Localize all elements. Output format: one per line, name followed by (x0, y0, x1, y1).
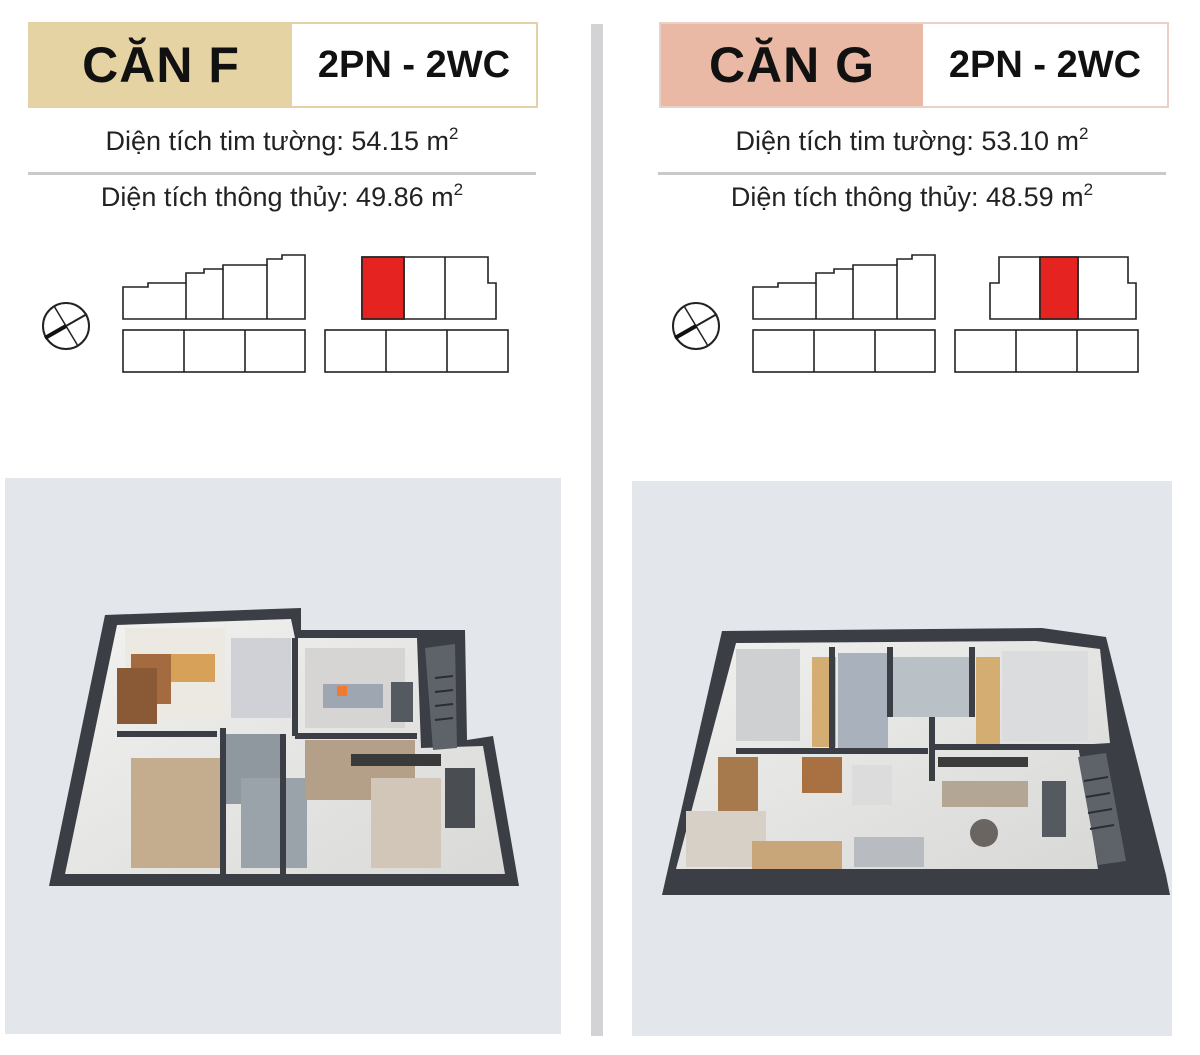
key-plan (670, 245, 1150, 380)
divider-line (28, 172, 536, 175)
highlighted-unit (361, 256, 405, 320)
unit-type: 2PN - 2WC (292, 24, 536, 106)
unit-header: CĂN G 2PN - 2WC (659, 22, 1169, 108)
floor-plan-render (632, 481, 1172, 1036)
area-clear: Diện tích thông thủy: 48.59 m2 (730, 180, 1094, 212)
area-wall-center: Diện tích tim tường: 53.10 m2 (735, 124, 1089, 156)
key-plan-diagram (752, 254, 1139, 373)
unit-name: CĂN G (661, 24, 923, 106)
unit-panel-g: CĂN G 2PN - 2WC Diện tích tim tường: 53.… (630, 0, 1190, 1055)
panel-divider (591, 24, 603, 1036)
area-wall-center: Diện tích tim tường: 54.15 m2 (105, 124, 459, 156)
compass-icon (42, 302, 90, 350)
key-plan (40, 245, 520, 380)
unit-panel-f: CĂN F 2PN - 2WC Diện tích tim tường: 54.… (0, 0, 561, 1055)
key-plan-diagram (122, 254, 509, 373)
highlighted-unit (1039, 256, 1079, 320)
unit-header: CĂN F 2PN - 2WC (28, 22, 538, 108)
floor-plan-render (5, 478, 561, 1034)
divider-line (658, 172, 1166, 175)
unit-type: 2PN - 2WC (923, 24, 1167, 106)
compass-icon (672, 302, 720, 350)
area-clear: Diện tích thông thủy: 49.86 m2 (100, 180, 464, 212)
unit-name: CĂN F (30, 24, 292, 106)
